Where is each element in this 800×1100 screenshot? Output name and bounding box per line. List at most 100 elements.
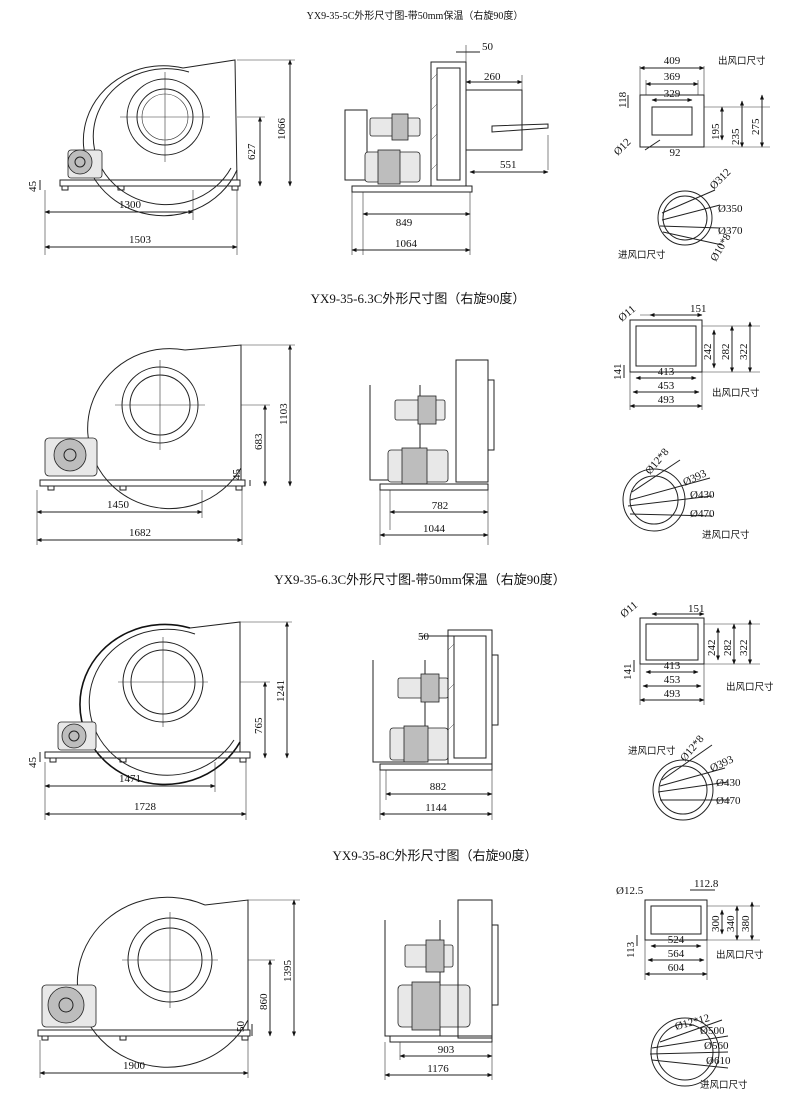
outlet-label: 出风口尺寸 [718, 55, 766, 67]
dim-label: 235 [730, 128, 742, 145]
front-view: 50 882 1144 [372, 629, 499, 820]
outlet-label: 出风口尺寸 [716, 949, 764, 961]
outlet-flange-detail: Ø11 151 141 242 282 322 413 453 493 出风口尺… [612, 303, 760, 410]
dim-label: 151 [690, 303, 707, 315]
dim-label: 1066 [276, 118, 288, 141]
dim-label: 380 [740, 915, 752, 932]
dim-label: 903 [438, 1044, 455, 1056]
dim-label: 45 [27, 181, 39, 193]
dim-label: 1103 [278, 403, 290, 425]
dim-label: 849 [396, 217, 413, 229]
dim-label: Ø12*8 [678, 733, 707, 764]
inlet-label: 进风口尺寸 [700, 1079, 748, 1091]
dim-label: 627 [246, 143, 258, 160]
inlet-flange-detail: Ø12*8 Ø393 Ø430 Ø470 进风口尺寸 [628, 733, 741, 821]
dim-label: 92 [670, 147, 681, 159]
outlet-flange-detail: 409 369 329 118 195 235 275 Ø12 92 出风口尺寸 [612, 55, 770, 159]
inlet-flange-detail: Ø12*8 Ø393 Ø430 Ø470 进风口尺寸 [622, 446, 750, 541]
dim-label: 1044 [423, 523, 446, 535]
dim-label: Ø11 [616, 303, 638, 324]
dim-label: 260 [484, 71, 501, 83]
dim-label: 195 [710, 123, 722, 140]
dim-label: Ø12 [612, 136, 634, 158]
dim-label: 45 [27, 757, 39, 769]
dim-label: 683 [253, 433, 265, 450]
front-view: 50 260 551 849 1064 [344, 41, 549, 255]
dim-label: 1682 [129, 527, 151, 539]
dim-label: 340 [725, 915, 737, 932]
dim-label: Ø350 [718, 203, 743, 215]
dim-label: 50 [482, 41, 494, 53]
dim-label: Ø393 [681, 467, 709, 488]
dim-label: 113 [625, 941, 637, 958]
dim-label: 141 [622, 664, 634, 681]
dim-label: 300 [710, 915, 722, 932]
dim-label: 118 [617, 91, 629, 108]
dim-label: 493 [658, 394, 675, 406]
dim-label: 1144 [425, 802, 447, 814]
dim-label: 860 [258, 993, 270, 1010]
section-1: YX9-35-5C外形尺寸图-带50mm保温（右旋90度） 45 [27, 9, 770, 264]
side-view: 50 1900 860 1395 [37, 896, 300, 1078]
dim-label: 524 [668, 934, 685, 946]
dim-label: 282 [720, 344, 732, 361]
inlet-label: 进风口尺寸 [702, 529, 750, 541]
dim-label: 151 [688, 603, 705, 615]
inlet-flange-detail: Ø312 Ø350 Ø370 Ø10*8 进风口尺寸 [618, 166, 743, 263]
dim-label: Ø393 [708, 753, 736, 774]
dim-label: Ø500 [700, 1025, 725, 1037]
dim-label: 112.8 [694, 878, 719, 890]
outlet-flange-detail: Ø12.5 112.8 113 300 340 380 524 564 604 … [616, 878, 764, 980]
section-3: YX9-35-6.3C外形尺寸图-带50mm保温（右旋90度） 45 1471 … [27, 572, 774, 821]
dim-label: 551 [500, 159, 517, 171]
dim-label: 1450 [107, 499, 130, 511]
dim-label: 1471 [119, 773, 141, 785]
section-title: YX9-35-6.3C外形尺寸图-带50mm保温（右旋90度） [274, 572, 565, 587]
dim-label: 369 [664, 71, 681, 83]
dim-label: 50 [235, 1021, 247, 1033]
outlet-label: 出风口尺寸 [712, 387, 760, 399]
dim-label: Ø430 [716, 777, 741, 789]
dim-label: 1728 [134, 801, 157, 813]
dim-label: 782 [432, 500, 449, 512]
dim-label: 1241 [275, 680, 287, 702]
dim-label: 453 [658, 380, 675, 392]
side-view: 45 1450 1682 683 1103 [36, 344, 295, 545]
dim-label: 141 [612, 364, 624, 381]
dim-label: 242 [702, 344, 714, 361]
section-title: YX9-35-6.3C外形尺寸图（右旋90度） [311, 291, 526, 306]
dim-label: 765 [253, 717, 265, 734]
dim-label: 275 [750, 118, 762, 135]
dim-label: 1300 [119, 199, 142, 211]
dim-label: Ø560 [704, 1040, 729, 1052]
dim-label: Ø12.5 [616, 885, 644, 897]
dim-label: 242 [706, 640, 718, 657]
dim-label: 50 [418, 631, 430, 643]
front-view: 782 1044 [369, 359, 495, 545]
section-title: YX9-35-5C外形尺寸图-带50mm保温（右旋90度） [307, 9, 524, 22]
dim-label: 493 [664, 688, 681, 700]
dim-label: 453 [664, 674, 681, 686]
dim-label: 45 [231, 469, 243, 481]
dim-label: Ø430 [690, 489, 715, 501]
dim-label: 882 [430, 781, 447, 793]
dim-label: Ø470 [690, 508, 715, 520]
inlet-flange-detail: Ø12*12 Ø500 Ø560 Ø610 进风口尺寸 [649, 1012, 748, 1091]
dim-label: 322 [738, 344, 750, 361]
outlet-label: 出风口尺寸 [726, 681, 774, 693]
front-view: 903 1176 [384, 899, 499, 1080]
dim-label: Ø11 [618, 599, 640, 620]
dim-label: 413 [658, 366, 675, 378]
dim-label: 564 [668, 948, 685, 960]
dim-label: Ø10*8 [708, 231, 734, 263]
dim-label: 1176 [427, 1063, 449, 1075]
dim-label: 1900 [123, 1060, 146, 1072]
dim-label: Ø370 [718, 225, 743, 237]
dim-label: 1395 [282, 960, 294, 983]
dim-label: 282 [722, 640, 734, 657]
section-4: YX9-35-8C外形尺寸图（右旋90度） 50 1900 860 1395 [37, 848, 764, 1091]
dim-label: Ø312 [708, 166, 734, 192]
dim-label: 1503 [129, 234, 152, 246]
inlet-label: 进风口尺寸 [618, 249, 666, 261]
dim-label: 329 [664, 88, 681, 100]
